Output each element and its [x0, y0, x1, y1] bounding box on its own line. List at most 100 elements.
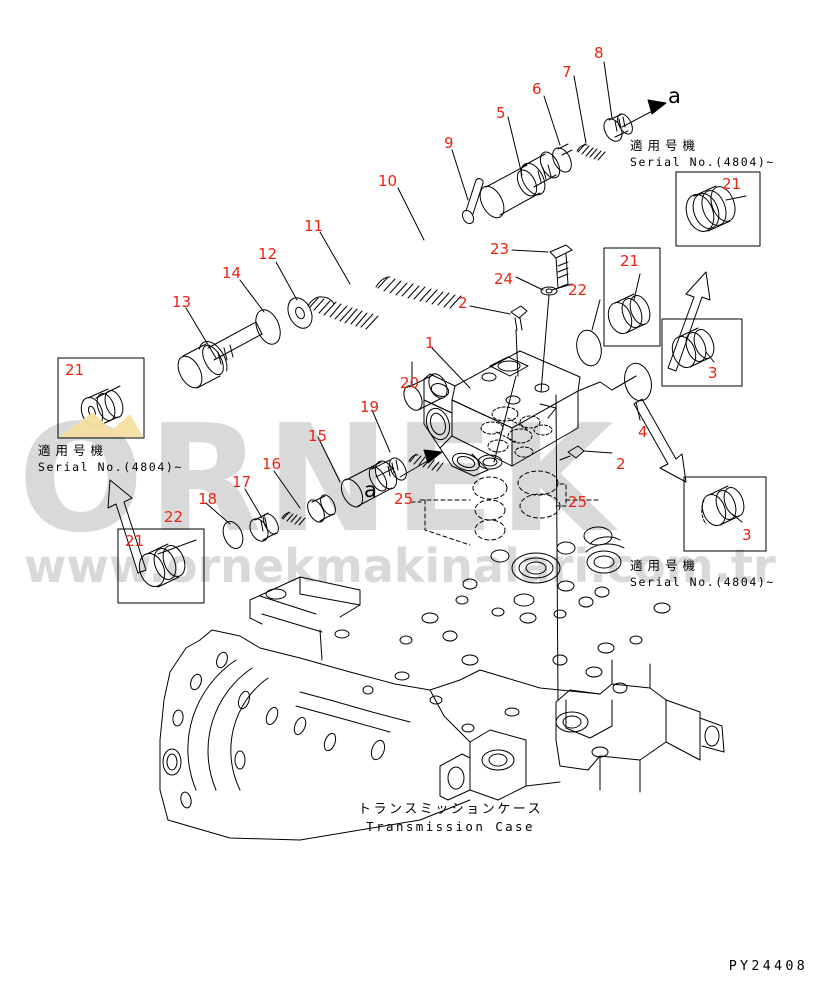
callout-5: 5 — [496, 104, 506, 122]
leader-22 — [551, 283, 573, 291]
part-7-spring — [576, 143, 606, 161]
part-12-washer — [287, 297, 313, 329]
callout-17: 17 — [232, 473, 252, 491]
inset-box-21-bottom-left — [117, 528, 205, 604]
leader-15 — [317, 436, 341, 483]
part-20-bushing — [403, 373, 448, 411]
callout-25-left: 25 — [394, 490, 414, 508]
caption-jp: トランスミッションケース — [358, 802, 544, 817]
detail-25-right — [555, 483, 601, 507]
leader-7 — [573, 75, 587, 144]
leader-14 — [239, 279, 265, 313]
callout-19: 19 — [360, 398, 380, 416]
leader-1 — [431, 347, 471, 389]
leader-11 — [319, 231, 351, 285]
section-marker-a-top: a — [668, 84, 681, 108]
callout-22-lower: 22 — [164, 508, 184, 526]
inset-label-3-middle: 3 — [708, 364, 718, 382]
callout-4: 4 — [638, 423, 648, 441]
leader-17 — [244, 488, 263, 519]
leader-13 — [185, 307, 217, 359]
callout-7: 7 — [562, 63, 572, 81]
leader-6 — [543, 95, 561, 146]
callout-1: 1 — [425, 334, 435, 352]
callout-20: 20 — [400, 374, 420, 392]
part-1-valve-body — [423, 350, 637, 477]
leader-2-top — [469, 305, 511, 315]
inset-highlight-21-left — [59, 412, 143, 437]
callout-23: 23 — [490, 240, 510, 258]
callout-22: 22 — [568, 281, 588, 299]
inset-label-21-left: 21 — [65, 361, 85, 379]
leader-5 — [507, 116, 523, 176]
callout-10: 10 — [378, 172, 398, 190]
callout-9: 9 — [444, 134, 454, 152]
inset-glyph-3-middle — [671, 327, 715, 368]
diagram-caption: トランスミッションケース Transmission Case — [358, 798, 543, 834]
leader-8 — [603, 61, 613, 119]
callout-14: 14 — [222, 264, 242, 282]
drawing-number: PY24408 — [728, 958, 808, 974]
serial-note-jp: 適用号機 — [630, 138, 701, 153]
callout-25-right: 25 — [568, 493, 588, 511]
callout-arrow-up-left — [107, 479, 147, 574]
serial-note-en: Serial No.(4804)~ — [630, 155, 775, 169]
callout-8: 8 — [594, 44, 604, 62]
callout-24: 24 — [494, 270, 514, 288]
part-14-oring — [255, 309, 281, 345]
part-23-bolt — [549, 244, 573, 289]
part-16-spring — [281, 511, 306, 526]
leader-4-stem — [611, 375, 637, 391]
inset-label-21-bottom-left: 21 — [125, 532, 145, 550]
part-8-plug — [603, 113, 633, 142]
inset-box-21-left — [57, 357, 145, 439]
leader-24 — [515, 276, 544, 291]
part-24-washer — [540, 286, 558, 393]
inset-glyph-21-bottom-left — [138, 539, 197, 588]
inset-glyph-21-top-right — [685, 185, 747, 232]
serial-note-en: Serial No.(4804)~ — [630, 575, 775, 589]
inset-box-21-middle — [603, 247, 661, 347]
serial-note-bottom-right: 適用号機 Serial No.(4804)~ — [630, 555, 775, 589]
callout-arrow-down-right — [633, 398, 687, 483]
stem-2-long — [493, 375, 517, 463]
part-oring-body-right — [576, 299, 602, 367]
detail-25-circles — [472, 470, 561, 541]
inset-box-3-bottom-right — [683, 476, 767, 552]
leader-9 — [451, 149, 469, 201]
callout-15: 15 — [308, 427, 328, 445]
arrow-section-a-middle — [399, 449, 443, 478]
detail-25-left — [419, 499, 471, 546]
serial-note-jp: 適用号機 — [630, 558, 701, 573]
leader-10 — [397, 187, 425, 241]
serial-note-jp: 適用号機 — [38, 443, 109, 458]
part-2-plug-upper — [510, 305, 528, 377]
inset-box-3-middle — [661, 318, 743, 387]
leader-18 — [205, 502, 231, 525]
inset-box-21-top-right — [675, 171, 761, 247]
part-10-spring — [375, 276, 462, 309]
part-9-pin — [461, 178, 484, 225]
part-5-sleeve — [479, 151, 561, 219]
inset-label-3-bottom-right: 3 — [742, 526, 752, 544]
inset-glyph-21-middle — [607, 273, 651, 334]
leader-23 — [511, 249, 549, 253]
leader-19 — [371, 409, 391, 453]
inset-label-21-middle: 21 — [620, 252, 640, 270]
callout-12: 12 — [258, 245, 278, 263]
caption-en: Transmission Case — [366, 819, 535, 834]
transmission-case — [159, 526, 725, 841]
callout-arrow-up-right — [667, 271, 711, 372]
inset-glyph-3-bottom-right — [701, 485, 745, 526]
callout-2-top: 2 — [458, 294, 468, 312]
serial-note-left: 適用号機 Serial No.(4804)~ — [38, 440, 183, 474]
callout-11: 11 — [304, 217, 324, 235]
section-marker-a-middle: a — [364, 478, 377, 502]
part-2-plug-right — [559, 445, 613, 461]
leader-12 — [275, 261, 298, 301]
part-18-oring — [222, 521, 244, 549]
serial-note-top-right: 適用号機 Serial No.(4804)~ — [630, 135, 775, 169]
callout-13: 13 — [172, 293, 192, 311]
